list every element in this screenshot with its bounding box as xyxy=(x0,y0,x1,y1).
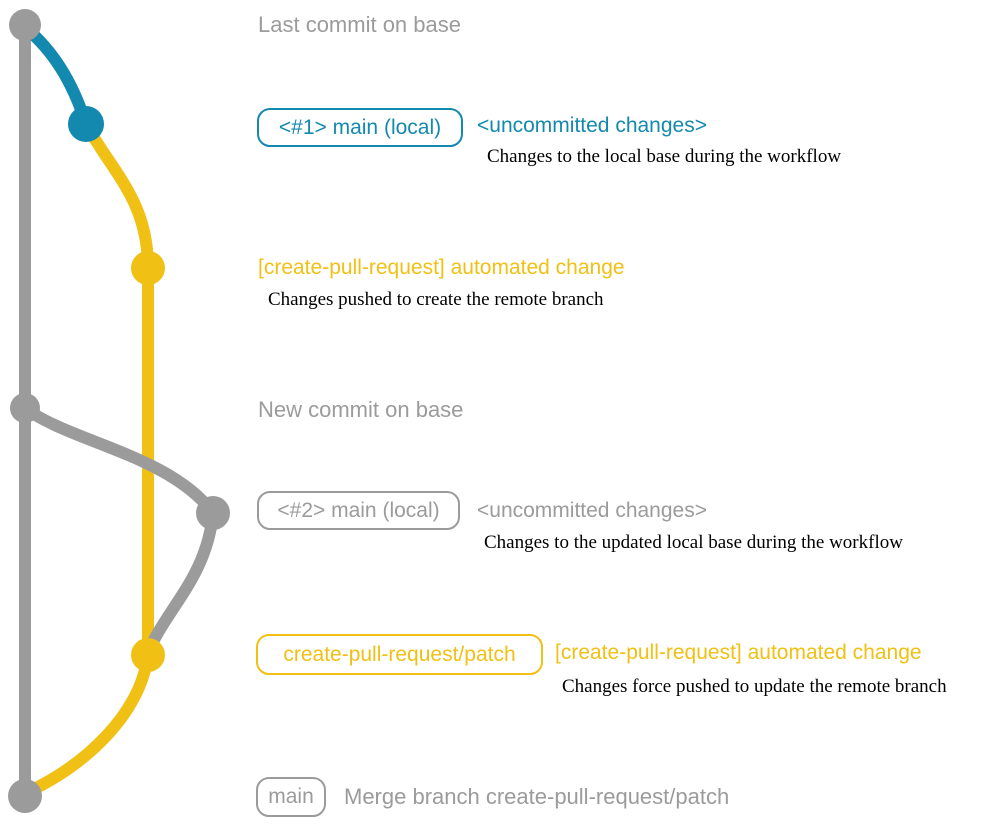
branch-tag-main: main xyxy=(256,777,326,817)
commit-main-local-1 xyxy=(68,106,104,142)
label-last-commit-on-base: Last commit on base xyxy=(258,12,461,37)
edge-yellow-merge xyxy=(22,649,154,798)
heading-uncommitted-changes-1: <uncommitted changes> xyxy=(477,114,707,137)
heading-automated-change-2: [create-pull-request] automated change xyxy=(555,641,922,664)
desc-uncommitted-changes-2: Changes to the updated local base during… xyxy=(484,532,903,553)
commit-automated-1 xyxy=(131,251,165,285)
edge-yellow-branch xyxy=(80,118,154,274)
commit-new-base xyxy=(10,393,40,423)
branch-tag-main-local-2: <#2> main (local) xyxy=(257,491,460,530)
desc-automated-change-2: Changes force pushed to update the remot… xyxy=(562,676,947,697)
heading-automated-change-1: [create-pull-request] automated change xyxy=(258,256,625,279)
commit-last-base xyxy=(9,9,41,41)
label-merge-branch: Merge branch create-pull-request/patch xyxy=(344,784,730,809)
desc-uncommitted-changes-1: Changes to the local base during the wor… xyxy=(487,146,842,167)
label-new-commit-on-base: New commit on base xyxy=(258,397,464,422)
desc-automated-change-1: Changes pushed to create the remote bran… xyxy=(268,289,604,310)
heading-uncommitted-changes-2: <uncommitted changes> xyxy=(477,499,707,522)
commit-main-local-2 xyxy=(196,496,230,530)
commit-automated-2 xyxy=(131,638,165,672)
edge-gray-crossover xyxy=(19,402,219,519)
branch-tag-main-local-1: <#1> main (local) xyxy=(257,108,463,147)
commit-merge xyxy=(8,779,42,813)
edge-gray-rebase xyxy=(144,507,219,654)
branch-tag-create-pull-request-patch: create-pull-request/patch xyxy=(256,634,543,675)
